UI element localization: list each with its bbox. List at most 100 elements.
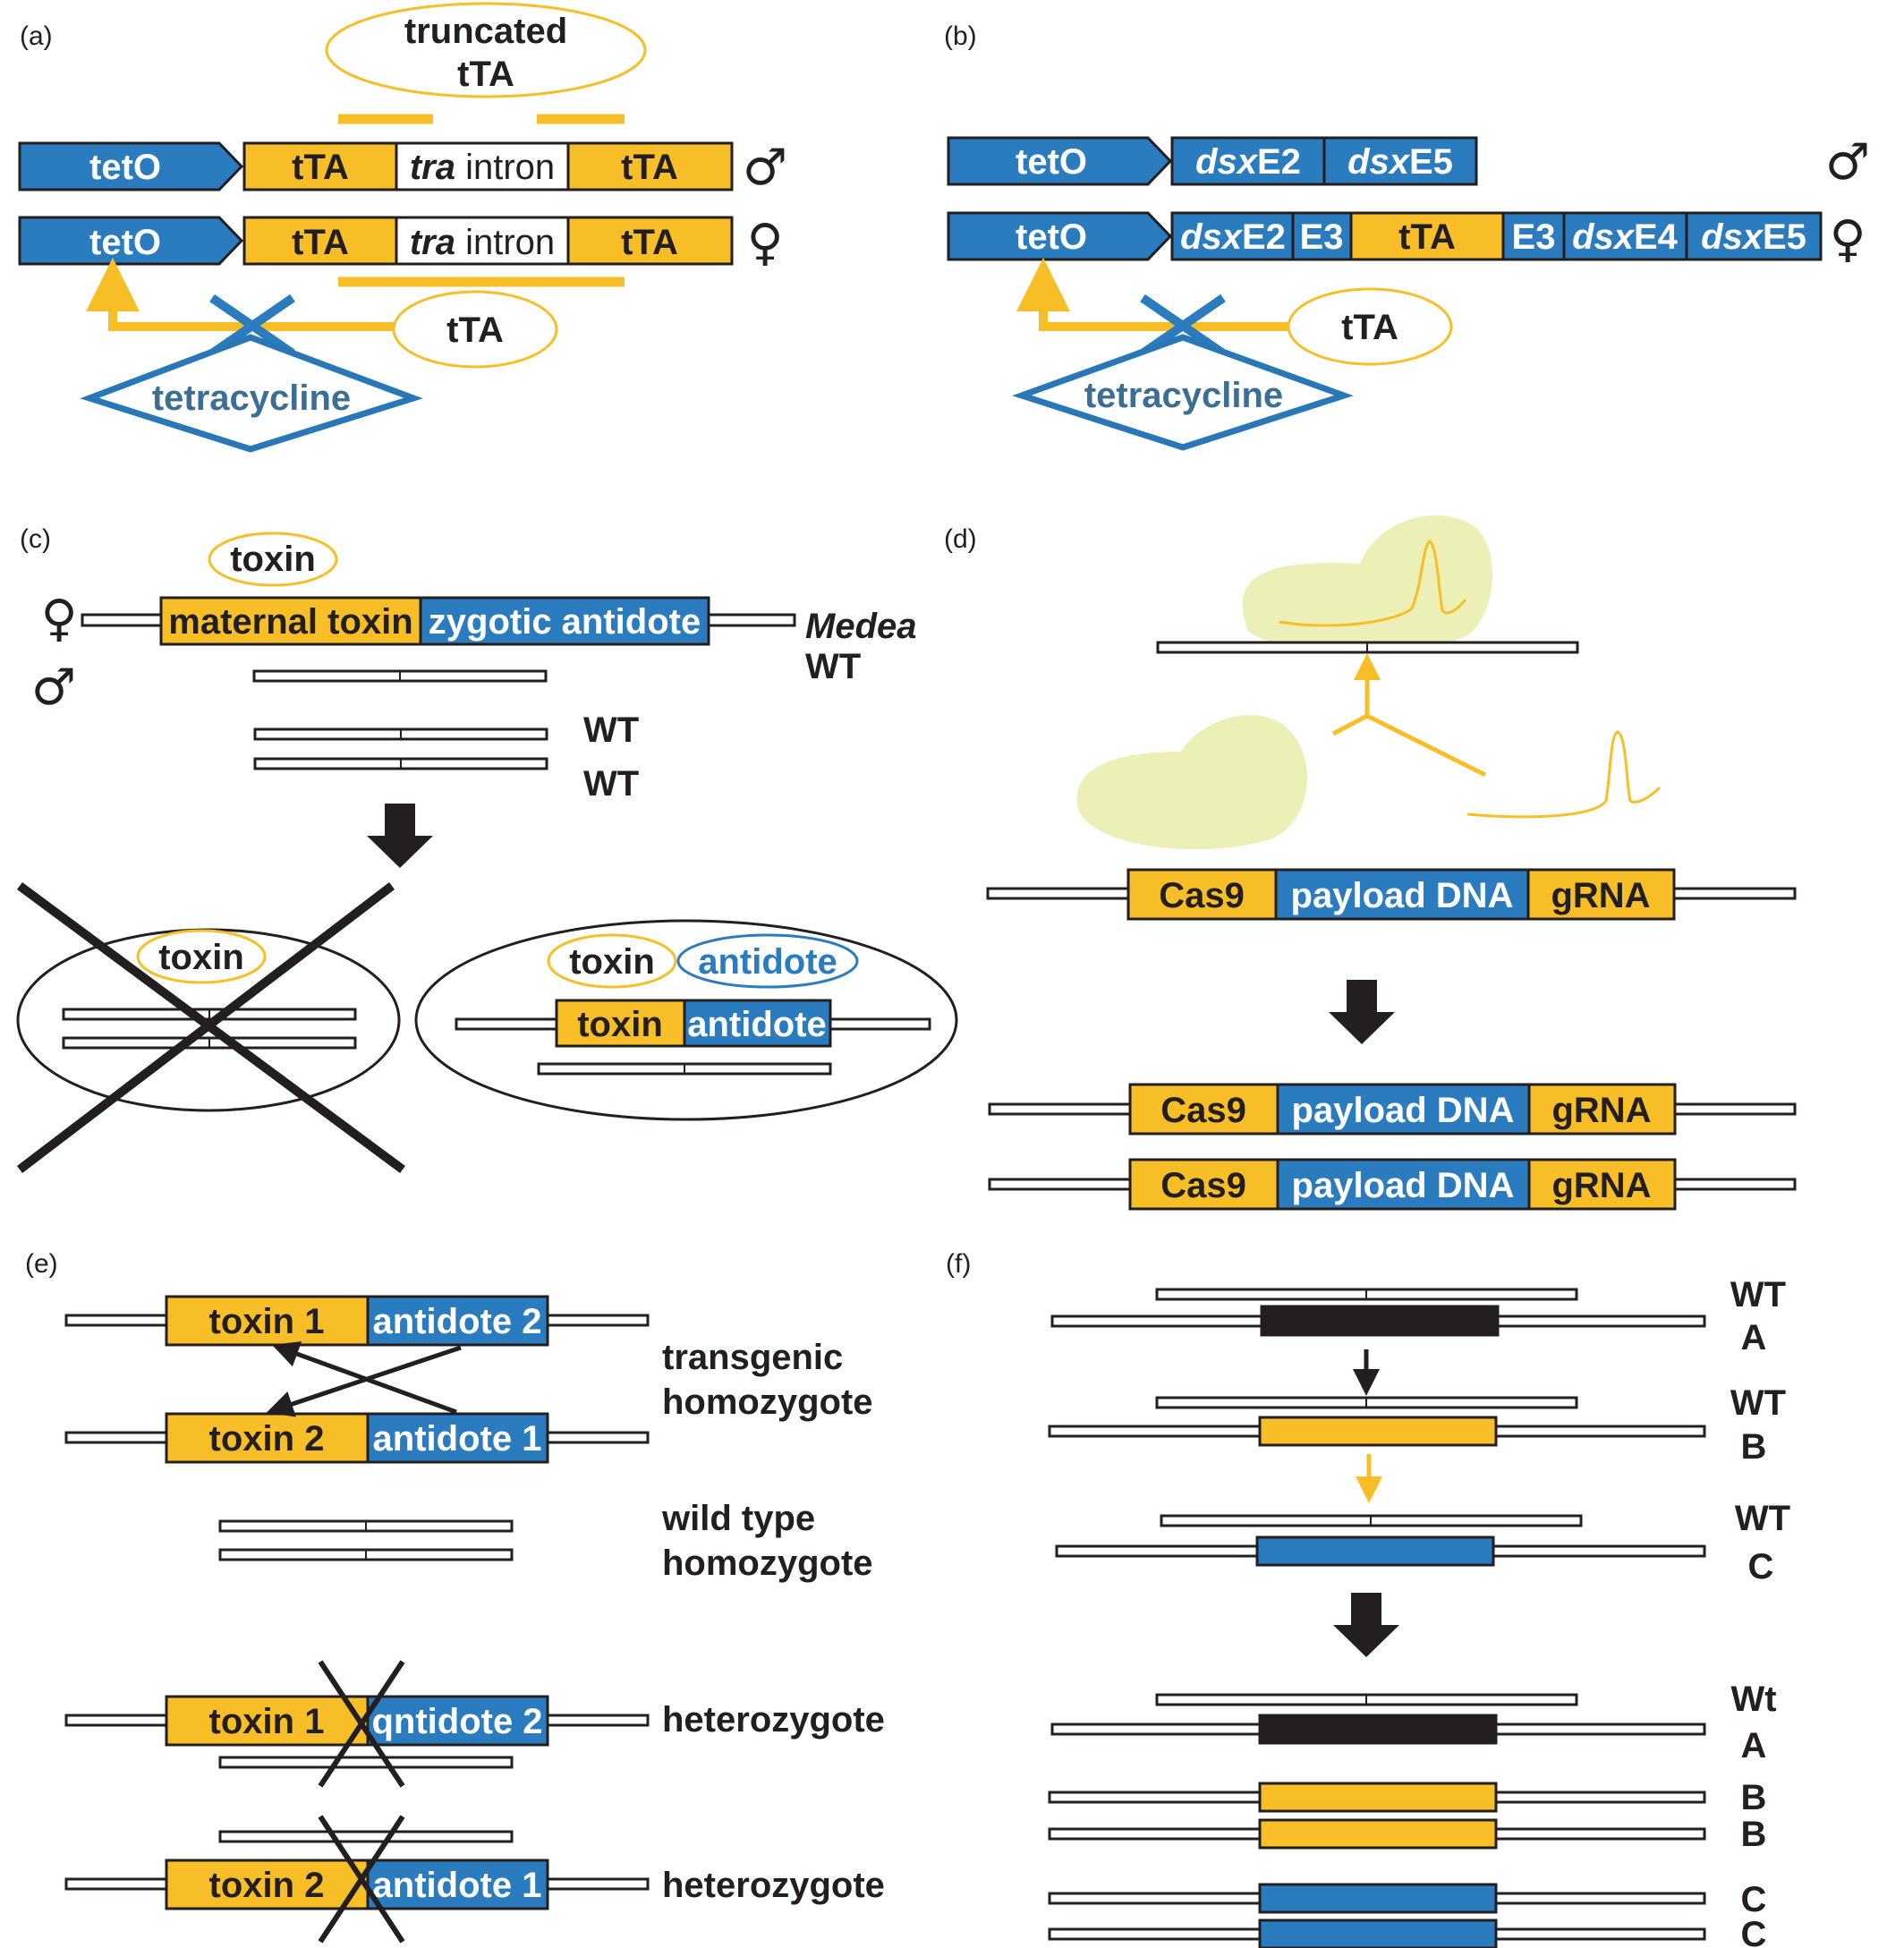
heterozygote-label: heterozygote [662, 1700, 885, 1740]
genotype-wt-b: WT B [1048, 1383, 1786, 1467]
antidote1-label: antidote 1 [373, 1419, 542, 1459]
tetracycline-diamond [1012, 334, 1354, 451]
dsx-exon-e5 [1685, 211, 1823, 261]
payload-label: payload DNA [1292, 1166, 1515, 1205]
dna-strand [218, 1830, 514, 1843]
transgenic-chromosome-1: toxin 1 antidote 2 [64, 1295, 650, 1347]
tta-protein-label: tTA [1341, 308, 1398, 347]
male-symbol: ♂ [743, 139, 787, 197]
allele-c [1258, 1883, 1498, 1914]
wt-label: Wt [1730, 1680, 1776, 1719]
cas9-gene [1126, 868, 1278, 921]
grna-gene [1526, 868, 1676, 921]
dsx-exon-e5 [1322, 136, 1478, 186]
exon-e3 [1291, 211, 1353, 261]
antidote-gene-label: antidote [687, 1005, 827, 1044]
panel-e: (e) toxin 1 antidote 2 toxin 2 antidote … [25, 1249, 885, 1944]
death-cross-2 [16, 882, 395, 1173]
panel-d: (d) Cas9 payload DNA gRNA Cas9 payload D… [944, 515, 1797, 1211]
antidote-cross-arrow-1 [271, 1341, 457, 1415]
antidote1-gene [366, 1412, 549, 1464]
payload-label: payload DNA [1291, 876, 1514, 915]
cas9-label: Cas9 [1160, 1166, 1246, 1205]
wt-label: WT [1730, 1275, 1786, 1314]
panel-b-label: (b) [944, 21, 977, 51]
death-cross-2 [318, 1660, 405, 1788]
panel-b: (b) tetO dsxE2 dsxE5 ♂ tetO dsxE2 E3 tTA… [944, 21, 1870, 451]
toxin2-label: toxin 2 [209, 1419, 325, 1459]
a-label: A [1741, 1318, 1767, 1357]
down-arrow [1333, 1593, 1399, 1657]
female-symbol: ♀ [40, 590, 77, 648]
panel-d-label: (d) [944, 524, 977, 554]
assembly-branch-right [1365, 713, 1487, 778]
assembly-branch-left [1331, 713, 1369, 736]
female-construct-b: tetO dsxE2 E3 tTA E3 dsxE4 dsxE5 ♀ [947, 210, 1866, 268]
toxin-protein [208, 532, 338, 587]
tta-activation-arrow [86, 258, 395, 331]
toxin1-label: toxin 1 [209, 1302, 325, 1341]
dsx-e5-label: dsxE5 [1701, 217, 1806, 257]
truncated-tta-protein [325, 2, 647, 98]
toxin2-label: toxin 2 [209, 1866, 325, 1905]
allele-a [1258, 1714, 1498, 1745]
b-label: B [1741, 1778, 1767, 1817]
tetracycline-diamond [80, 334, 423, 453]
teto-promoter [18, 141, 244, 191]
homozygote-label: homozygote [662, 1544, 873, 1583]
tra-intron-label: tra intron [410, 223, 555, 262]
gene-drive-construct: Cas9 payload DNA gRNA [988, 1083, 1797, 1136]
panel-c-label: (c) [20, 524, 51, 554]
panel-a-label: (a) [20, 21, 53, 51]
gene-drive-construct: Cas9 payload DNA gRNA [986, 868, 1797, 921]
heterozygote-label: heterozygote [662, 1866, 885, 1905]
antidote-protein [676, 933, 859, 989]
female-symbol: ♀ [746, 214, 783, 272]
grna-label: gRNA [1551, 1166, 1651, 1205]
c-label: C [1748, 1547, 1774, 1586]
toxin-protein-label: toxin [230, 540, 316, 579]
result-b-b: B B [1048, 1778, 1767, 1854]
teto-promoter [947, 211, 1173, 261]
male-symbol: ♂ [1825, 133, 1870, 191]
panel-a: (a) truncated tTA tetO tTA tra intron tT… [18, 2, 787, 453]
truncated-tta-label-line2: tTA [457, 55, 514, 94]
genotype-wt-a: WT A [1050, 1275, 1786, 1357]
antidote-cross-arrow-2 [266, 1345, 462, 1417]
dna-strand [218, 1756, 514, 1769]
tta-label: tTA [621, 148, 678, 187]
heterozygote-1: toxin 1 qntidote 2 heterozygote [64, 1660, 885, 1788]
female-symbol: ♀ [1829, 210, 1866, 268]
medea-chromosome: maternal toxin zygotic antidote Medea [81, 596, 917, 646]
e3-label: E3 [1300, 217, 1344, 257]
allele-a [1260, 1305, 1500, 1337]
grna-label: gRNA [1551, 876, 1650, 915]
tra-intron-label: tra intron [410, 148, 555, 187]
wt-label: WT [583, 710, 639, 750]
b-label: B [1741, 1427, 1767, 1467]
a-label: A [1741, 1726, 1767, 1765]
homozygote-label: homozygote [662, 1382, 873, 1422]
male-construct-b: tetO dsxE2 dsxE5 ♂ [947, 133, 1870, 191]
wt-label: WT [1735, 1499, 1790, 1538]
cas9-label: Cas9 [1159, 876, 1245, 915]
allele-c [1258, 1918, 1498, 1948]
antidote-label: antidote [698, 942, 837, 982]
male-symbol: ♂ [31, 659, 76, 717]
qntidote2-label: qntidote 2 [371, 1702, 542, 1741]
down-arrow [1329, 980, 1395, 1044]
guide-rna [1466, 730, 1662, 819]
toxin-label: toxin [158, 938, 244, 977]
antidote2-gene [366, 1695, 549, 1747]
wild-type-homozygote: wild type homozygote [218, 1499, 873, 1583]
antidote2-label: antidote 2 [373, 1302, 542, 1341]
medea-label: Medea [805, 607, 917, 646]
tra-intron [395, 216, 570, 266]
tta-label: tTA [621, 223, 678, 262]
dsx-exon-e4 [1562, 211, 1688, 261]
teto-label: tetO [89, 223, 161, 262]
tta-label: tTA [292, 223, 349, 262]
zygotic-antidote-label: zygotic antidote [429, 602, 701, 642]
transgenic-chromosome-2: toxin 2 antidote 1 [64, 1412, 650, 1464]
